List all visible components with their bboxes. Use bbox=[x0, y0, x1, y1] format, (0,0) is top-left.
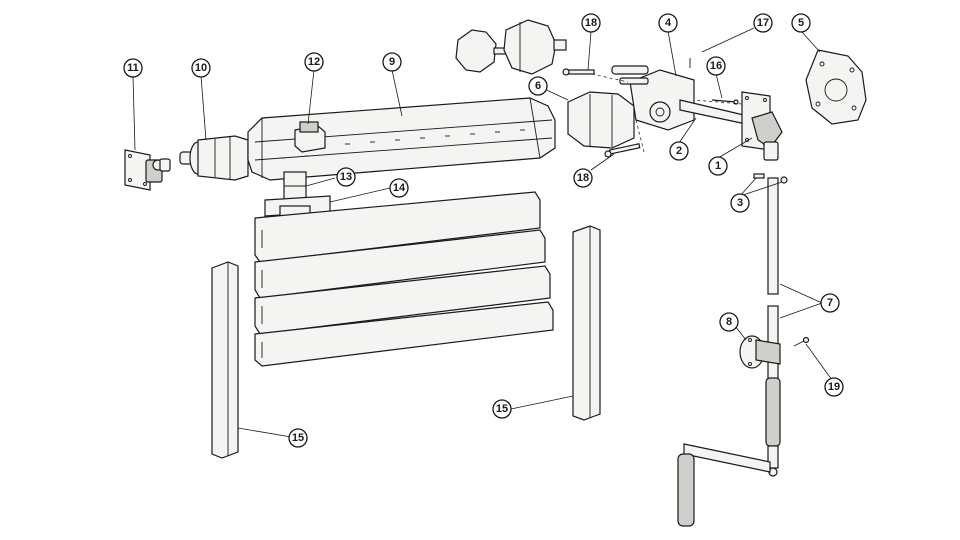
mounting-plate bbox=[805, 49, 867, 125]
guide-rail-right bbox=[572, 225, 601, 421]
callout-8: 8 bbox=[719, 312, 739, 332]
callout-16: 16 bbox=[706, 56, 726, 76]
svg-text:15: 15 bbox=[496, 403, 508, 415]
svg-text:8: 8 bbox=[726, 316, 732, 328]
callout-11: 11 bbox=[123, 58, 143, 78]
screws-and-pins bbox=[562, 58, 810, 347]
callout-18-bottom: 18 bbox=[573, 168, 593, 188]
callout-10: 10 bbox=[191, 58, 211, 78]
callout-3: 3 bbox=[730, 193, 750, 213]
svg-text:19: 19 bbox=[828, 381, 840, 393]
callout-15-left: 15 bbox=[288, 428, 308, 448]
wall-plate-joint bbox=[741, 91, 783, 161]
callout-14: 14 bbox=[389, 178, 409, 198]
callout-9: 9 bbox=[382, 52, 402, 72]
svg-text:9: 9 bbox=[389, 56, 395, 68]
tube-slots bbox=[280, 129, 525, 159]
roller-tube bbox=[247, 97, 556, 181]
svg-text:18: 18 bbox=[585, 17, 597, 29]
callout-5: 5 bbox=[791, 13, 811, 33]
callout-6: 6 bbox=[528, 76, 548, 96]
callout-17: 17 bbox=[753, 13, 773, 33]
leader-lines bbox=[132, 27, 833, 439]
callout-19: 19 bbox=[824, 377, 844, 397]
svg-text:1: 1 bbox=[715, 160, 721, 172]
callout-2: 2 bbox=[669, 141, 689, 161]
svg-text:18: 18 bbox=[577, 172, 589, 184]
svg-text:16: 16 bbox=[710, 60, 722, 72]
callout-1: 1 bbox=[708, 156, 728, 176]
end-bracket-left bbox=[124, 149, 171, 191]
svg-text:13: 13 bbox=[340, 171, 352, 183]
svg-text:4: 4 bbox=[665, 17, 672, 29]
svg-text:7: 7 bbox=[827, 297, 833, 309]
callout-4: 4 bbox=[658, 13, 678, 33]
svg-text:11: 11 bbox=[127, 62, 139, 74]
roller-end-cap bbox=[179, 135, 249, 181]
crank-handle bbox=[677, 443, 771, 527]
crank-holder bbox=[739, 335, 781, 369]
svg-text:17: 17 bbox=[757, 17, 769, 29]
svg-text:10: 10 bbox=[195, 62, 207, 74]
gear-housing bbox=[611, 65, 695, 131]
assembly-lines bbox=[591, 73, 743, 153]
svg-text:15: 15 bbox=[292, 432, 304, 444]
svg-text:5: 5 bbox=[798, 17, 804, 29]
callout-18-top: 18 bbox=[581, 13, 601, 33]
svg-text:3: 3 bbox=[737, 197, 743, 209]
svg-text:6: 6 bbox=[535, 80, 541, 92]
guide-rail-left bbox=[211, 261, 239, 459]
svg-text:2: 2 bbox=[676, 145, 682, 157]
callout-13: 13 bbox=[336, 167, 356, 187]
callout-15-right: 15 bbox=[492, 399, 512, 419]
tube-clip bbox=[294, 121, 326, 153]
svg-text:14: 14 bbox=[393, 182, 406, 194]
callout-12: 12 bbox=[304, 52, 324, 72]
callout-7: 7 bbox=[820, 293, 840, 313]
svg-text:12: 12 bbox=[308, 56, 320, 68]
crank-rod bbox=[765, 177, 781, 477]
octagon-adapter-drive bbox=[567, 91, 635, 149]
octagon-adapter-top bbox=[455, 19, 567, 75]
shutter-slats bbox=[254, 191, 554, 367]
